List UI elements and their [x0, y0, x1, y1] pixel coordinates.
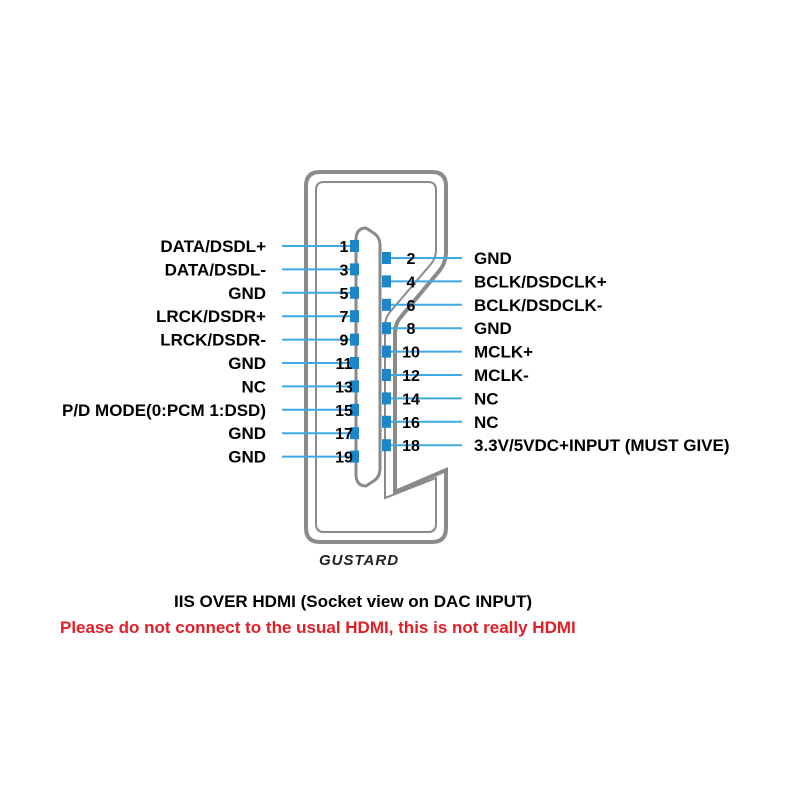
right-pin-number: 12 — [402, 368, 420, 385]
left-pin-label: GND — [228, 448, 266, 467]
right-pin-label: MCLK- — [474, 366, 529, 385]
left-pin-pad — [350, 240, 359, 252]
right-pin-number: 10 — [402, 345, 420, 362]
left-pin-label: NC — [241, 377, 266, 396]
left-pin-group: 1DATA/DSDL+3DATA/DSDL-5GND7LRCK/DSDR+9LR… — [62, 237, 359, 467]
left-pin-pad — [350, 450, 359, 463]
left-pin-number: 5 — [340, 286, 349, 303]
right-pin-label: BCLK/DSDCLK- — [474, 296, 602, 315]
brand-logo: GUSTARD — [319, 552, 400, 569]
right-pin-pad — [382, 415, 391, 428]
right-pin-number: 4 — [407, 274, 416, 291]
left-pin-number: 17 — [335, 426, 353, 443]
left-pin-number: 15 — [335, 403, 353, 420]
left-pin-number: 1 — [340, 239, 349, 256]
right-pin-pad — [382, 322, 391, 335]
left-pin-label: GND — [228, 284, 266, 303]
left-pin-pad — [350, 380, 359, 393]
left-pin-number: 7 — [340, 309, 349, 326]
left-pin-label: GND — [228, 354, 266, 373]
left-pin-number: 19 — [335, 450, 353, 467]
left-pin-pad — [350, 310, 359, 323]
right-pin-pad — [382, 345, 391, 358]
right-pin-label: MCLK+ — [474, 343, 533, 362]
right-pin-number: 2 — [407, 251, 416, 268]
left-pin-number: 13 — [335, 379, 353, 396]
right-pin-label: NC — [474, 389, 499, 408]
left-pin-label: DATA/DSDL- — [165, 260, 266, 279]
right-pin-label: GND — [474, 249, 512, 268]
right-pin-pad — [382, 252, 391, 264]
left-pin-label: LRCK/DSDR- — [160, 331, 266, 350]
left-pin-pad — [350, 357, 359, 369]
connector-outer-shell — [304, 170, 448, 544]
left-pin-pad — [350, 333, 359, 346]
left-pin-label: LRCK/DSDR+ — [156, 307, 266, 326]
left-pin-pad — [350, 427, 359, 440]
connector-inner-shell — [315, 181, 437, 533]
right-pin-pad — [382, 439, 391, 452]
right-pin-label: 3.3V/5VDC+INPUT (MUST GIVE) — [474, 436, 730, 455]
right-pin-pad — [382, 275, 391, 288]
left-pin-number: 3 — [340, 262, 349, 279]
right-pin-label: GND — [474, 319, 512, 338]
diagram-caption: IIS OVER HDMI (Socket view on DAC INPUT) — [174, 592, 532, 611]
right-pin-pad — [382, 298, 391, 311]
right-pin-label: BCLK/DSDCLK+ — [474, 272, 607, 291]
left-pin-pad — [350, 263, 359, 276]
right-pin-label: NC — [474, 413, 499, 432]
right-pin-number: 16 — [402, 415, 420, 432]
left-pin-number: 9 — [340, 333, 349, 350]
right-pin-number: 18 — [402, 438, 420, 455]
left-pin-pad — [350, 403, 359, 416]
warning-text: Please do not connect to the usual HDMI,… — [60, 618, 576, 637]
left-pin-label: GND — [228, 424, 266, 443]
right-pin-number: 14 — [402, 391, 420, 408]
right-pin-pad — [382, 392, 391, 405]
right-pin-number: 6 — [407, 298, 416, 315]
left-pin-label: DATA/DSDL+ — [160, 237, 266, 256]
left-pin-number: 11 — [336, 356, 353, 373]
right-pin-number: 8 — [407, 321, 416, 338]
left-pin-pad — [350, 286, 359, 299]
connector-tongue — [354, 226, 382, 488]
left-pin-label: P/D MODE(0:PCM 1:DSD) — [62, 401, 266, 420]
right-pin-pad — [382, 369, 391, 381]
